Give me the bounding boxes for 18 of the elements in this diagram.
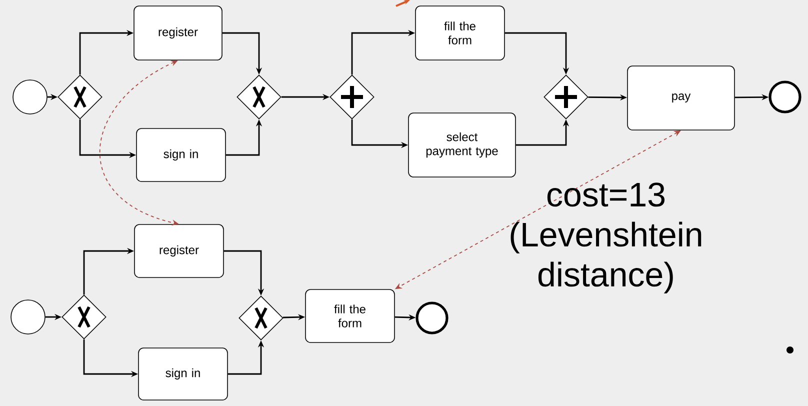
- task-box: sign in: [136, 128, 226, 182]
- task-box: register: [134, 224, 224, 278]
- start-event-circle: [12, 80, 48, 114]
- task-box: select payment type: [408, 112, 516, 178]
- task-box: sign in: [138, 348, 228, 400]
- gateway-diamond: [544, 74, 588, 120]
- gateway-diamond: [238, 296, 284, 340]
- gateway-diamond: [58, 74, 102, 120]
- gateway-diamond: [62, 294, 106, 340]
- gateway-diamond: [330, 74, 374, 120]
- task-box: fill the form: [415, 6, 505, 60]
- end-event-circle: [768, 80, 802, 114]
- task-box: pay: [627, 66, 735, 130]
- task-box: fill the form: [305, 289, 395, 343]
- start-event-circle: [10, 300, 46, 334]
- task-box: register: [134, 6, 222, 60]
- annotation-text: cost=13 (Levenshtein distance): [510, 182, 702, 294]
- gateway-diamond: [236, 74, 282, 120]
